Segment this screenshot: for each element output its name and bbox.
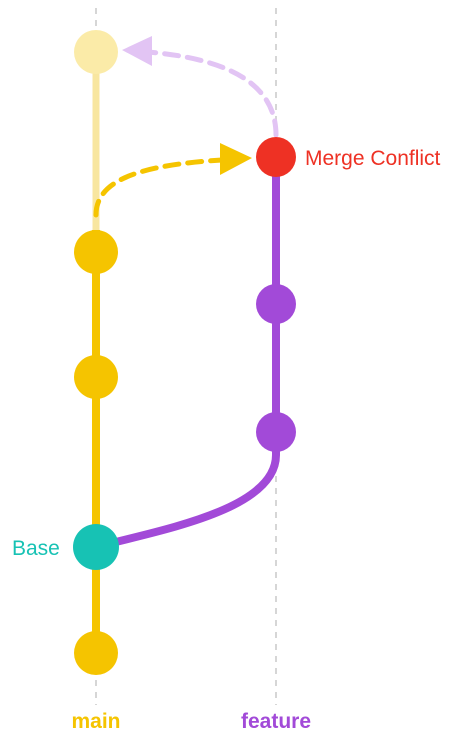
merge-attempt-arrow bbox=[93, 157, 225, 218]
main-commit-2 bbox=[74, 355, 118, 399]
merge-attempt-arrowhead bbox=[220, 143, 252, 175]
retry-merge-arrow bbox=[145, 49, 279, 138]
feature-commit-2 bbox=[256, 284, 296, 324]
feature-branch-label: feature bbox=[241, 710, 311, 733]
feature-commit-1 bbox=[256, 412, 296, 452]
main-commit-3 bbox=[74, 230, 118, 274]
retry-merge-arrowhead bbox=[122, 36, 152, 66]
main-pending-commit bbox=[74, 30, 118, 74]
merge-conflict-label: Merge Conflict bbox=[305, 147, 441, 170]
main-branch-label: main bbox=[71, 710, 120, 733]
base-label: Base bbox=[12, 537, 60, 560]
feature-branch-line bbox=[92, 154, 280, 551]
main-commit-1 bbox=[74, 631, 118, 675]
merge-conflict-commit bbox=[256, 137, 296, 177]
base-commit bbox=[73, 524, 119, 570]
